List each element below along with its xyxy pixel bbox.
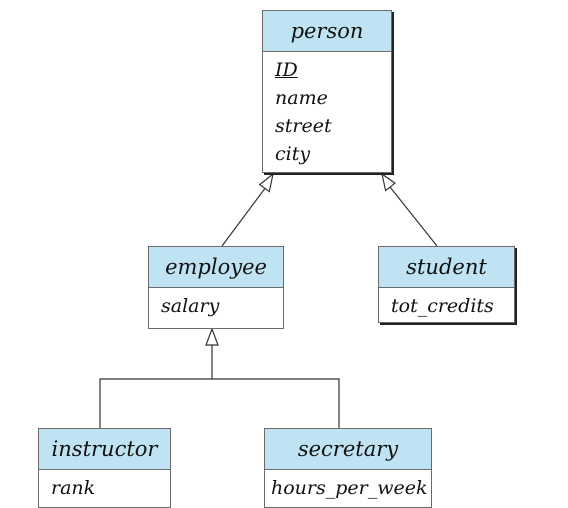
generalization-arrowhead-icon xyxy=(205,327,219,346)
entity-secretary: secretary hours_per_week xyxy=(264,428,432,508)
attribute: name xyxy=(275,87,328,109)
attribute: street xyxy=(275,115,332,137)
attribute: rank xyxy=(51,477,96,499)
attribute-list: tot_credits xyxy=(379,288,514,320)
entity-title: person xyxy=(263,11,391,52)
attribute: tot_credits xyxy=(391,295,494,317)
attribute-list: ID name street city xyxy=(263,52,391,168)
entity-title: employee xyxy=(149,247,283,288)
generalization-arrowhead-icon xyxy=(258,172,274,193)
specialization-to-employee-edges xyxy=(99,327,340,428)
generalization-arrowhead-icon xyxy=(381,172,397,192)
attribute-list: rank xyxy=(39,470,170,502)
attribute-list: salary xyxy=(149,288,283,320)
entity-student: student tot_credits xyxy=(378,246,515,323)
entity-title: student xyxy=(379,247,514,288)
entity-title: secretary xyxy=(265,429,431,470)
employee-to-person-edge xyxy=(221,172,274,247)
attribute: hours_per_week xyxy=(271,477,428,499)
student-to-person-edge xyxy=(381,172,438,247)
attribute: salary xyxy=(161,295,220,317)
entity-person: person ID name street city xyxy=(262,10,392,173)
entity-employee: employee salary xyxy=(148,246,284,329)
entity-title: instructor xyxy=(39,429,170,470)
attribute: city xyxy=(275,143,311,165)
attribute-list: hours_per_week xyxy=(265,470,431,502)
primary-key-attribute: ID xyxy=(275,59,298,81)
entity-instructor: instructor rank xyxy=(38,428,171,508)
